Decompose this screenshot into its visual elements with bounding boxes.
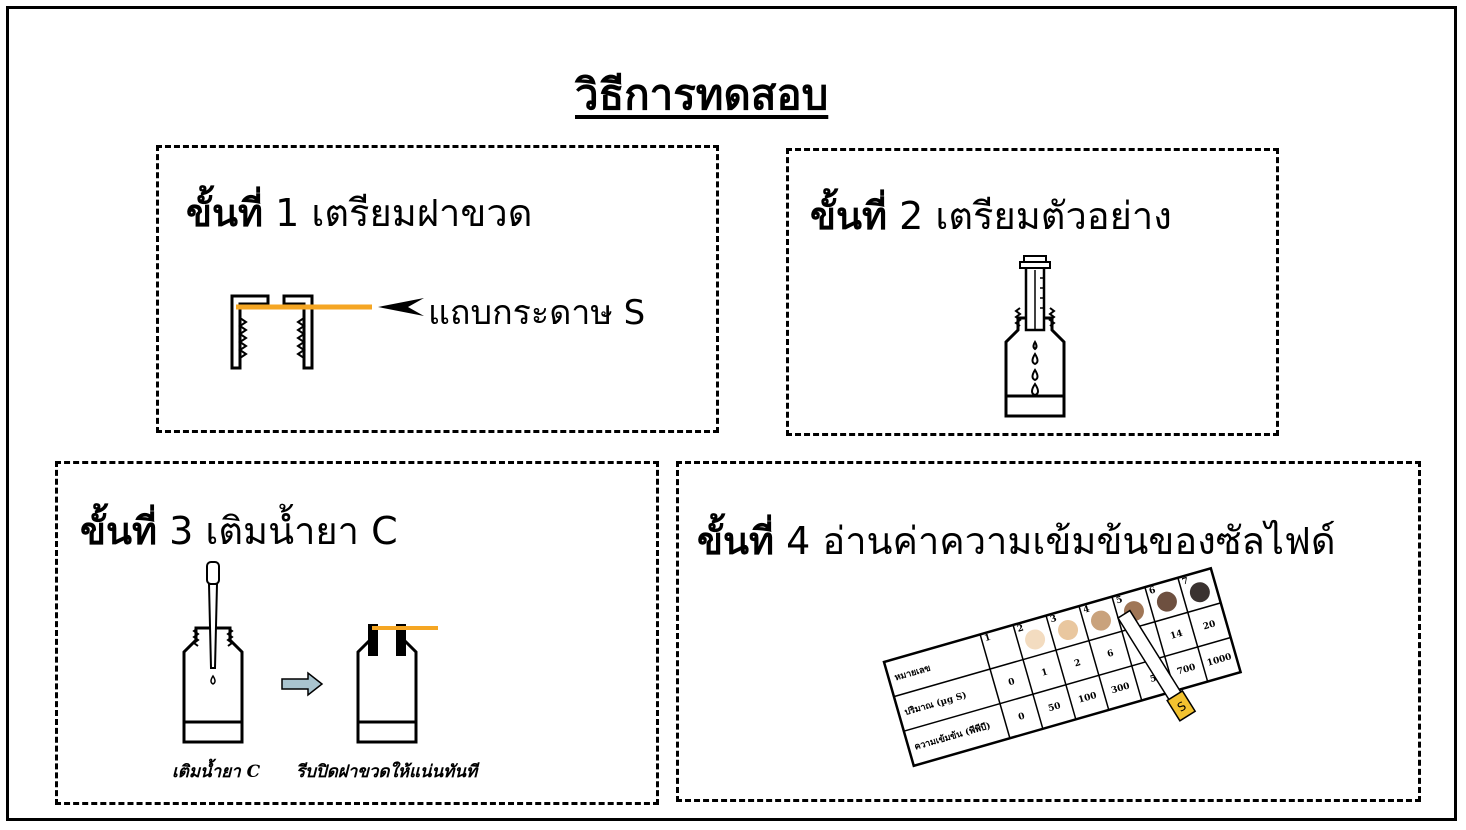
step-3-prefix: ขั้นที่ bbox=[80, 509, 158, 553]
chart-column-number: 3 bbox=[1049, 614, 1058, 625]
step-1-heading: ขั้นที่ 1 เตรียมฝาขวด bbox=[186, 182, 532, 243]
color-swatch bbox=[1090, 610, 1111, 631]
step-2-number: 2 bbox=[899, 194, 924, 238]
chart-column-number: 1 bbox=[983, 633, 992, 644]
step-1-number: 1 bbox=[275, 191, 300, 235]
step-1-box bbox=[156, 145, 719, 433]
chart-concentration-value: 700 bbox=[1176, 663, 1197, 678]
chart-col-line bbox=[1111, 596, 1143, 701]
step-1-name: เตรียมฝาขวด bbox=[311, 191, 533, 235]
step-4-name: อ่านค่าความเข้มข้นของซัลไฟด์ bbox=[822, 519, 1336, 563]
step-2-box bbox=[786, 148, 1279, 436]
color-swatch bbox=[1025, 629, 1046, 650]
step-4-prefix: ขั้นที่ bbox=[697, 519, 775, 563]
color-swatch bbox=[1189, 582, 1210, 603]
chart-amount-value: 0 bbox=[1007, 677, 1016, 688]
chart-column-number: 4 bbox=[1082, 604, 1091, 615]
caption-close-cap: รีบปิดฝาขวดให้แน่นทันที bbox=[296, 762, 478, 782]
chart-amount-value: 1 bbox=[1040, 667, 1049, 678]
step-3-box bbox=[55, 461, 659, 805]
chart-concentration-value: 50 bbox=[1047, 701, 1062, 714]
step-2-name: เตรียมตัวอย่าง bbox=[935, 194, 1172, 238]
next-step-arrow-icon bbox=[281, 671, 324, 697]
chart-amount-value: 2 bbox=[1073, 658, 1082, 669]
chart-column-number: 7 bbox=[1181, 576, 1190, 587]
caption-add-reagent: เติมน้ำยา C bbox=[172, 762, 261, 782]
chart-col-line bbox=[1012, 624, 1044, 730]
step-4-number: 4 bbox=[786, 519, 811, 563]
step-4-box bbox=[676, 461, 1421, 802]
step-3-heading: ขั้นที่ 3 เติมน้ำยา C bbox=[80, 500, 398, 561]
color-swatch bbox=[1058, 620, 1079, 641]
page-title: วิธีการทดสอบ bbox=[575, 70, 829, 119]
step-4-heading: ขั้นที่ 4 อ่านค่าความเข้มข้นของซัลไฟด์ bbox=[697, 510, 1336, 571]
test-strip-tip bbox=[1166, 689, 1197, 722]
step-3-number: 3 bbox=[169, 509, 194, 553]
chart-row-line bbox=[903, 636, 1231, 732]
chart-divider bbox=[979, 634, 1011, 739]
callout-arrow-icon bbox=[378, 298, 424, 316]
step-2-heading: ขั้นที่ 2 เตรียมตัวอย่าง bbox=[810, 185, 1172, 246]
step-3-name: เติมน้ำยา C bbox=[205, 509, 398, 553]
diagram-frame bbox=[6, 6, 1457, 821]
chart-column-number: 2 bbox=[1016, 623, 1025, 634]
chart-amount-value: 14 bbox=[1169, 629, 1184, 642]
paper-strip-label: แถบกระดาษ S bbox=[428, 293, 646, 333]
step-2-prefix: ขั้นที่ bbox=[810, 194, 888, 238]
chart-concentration-value: 100 bbox=[1077, 691, 1098, 706]
chart-amount-value: 6 bbox=[1106, 649, 1115, 660]
chart-col-line bbox=[1078, 605, 1110, 711]
chart-col-line bbox=[1045, 615, 1077, 720]
step-1-prefix: ขั้นที่ bbox=[186, 191, 264, 235]
chart-column-number: 6 bbox=[1148, 586, 1157, 597]
chart-concentration-value: 5 bbox=[1149, 674, 1158, 685]
chart-col-line bbox=[1177, 577, 1209, 682]
chart-column-number: 5 bbox=[1115, 595, 1124, 606]
chart-row-line bbox=[893, 602, 1221, 698]
chart-amount-value: 20 bbox=[1202, 619, 1217, 632]
color-swatch bbox=[1156, 591, 1177, 612]
chart-concentration-value: 0 bbox=[1017, 712, 1026, 723]
chart-concentration-value: 300 bbox=[1110, 681, 1131, 696]
